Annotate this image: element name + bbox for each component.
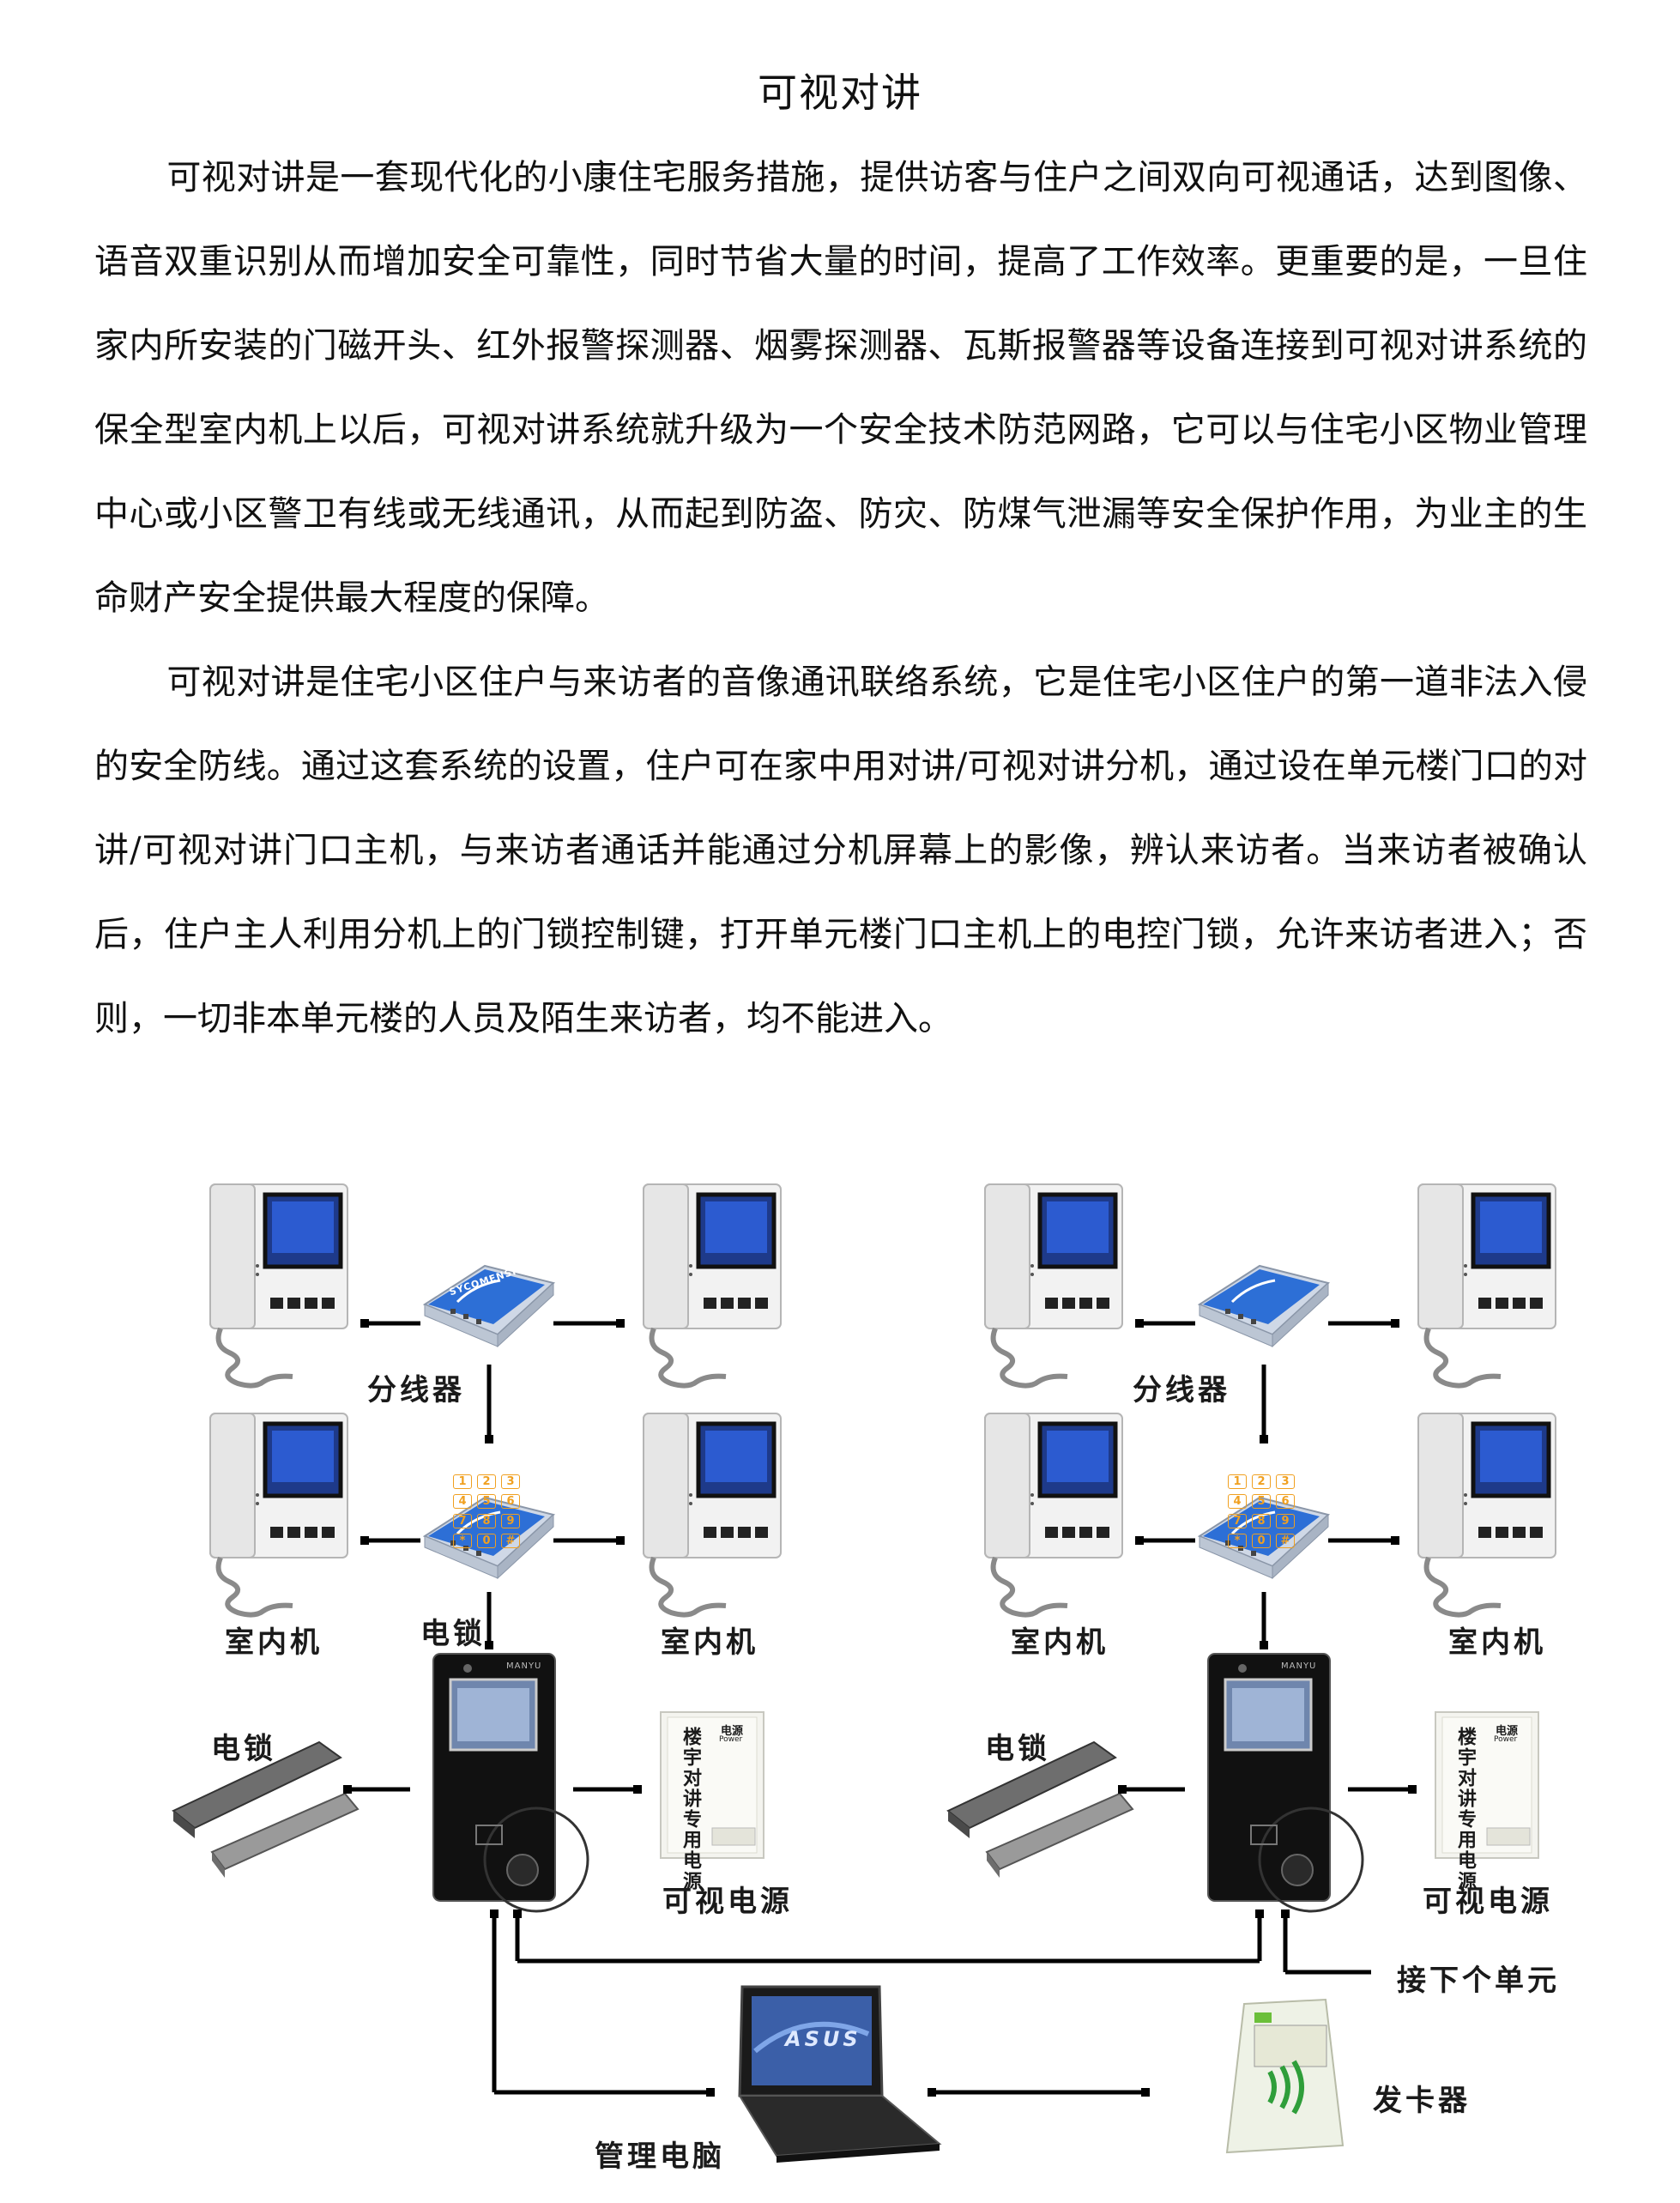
indoor-monitor-device bbox=[210, 1184, 347, 1386]
keypad-key: 7 bbox=[453, 1514, 472, 1528]
keypad-key: 3 bbox=[501, 1474, 520, 1489]
card-issuer-device bbox=[1225, 1998, 1345, 2154]
power-label-right: 可视电源 bbox=[1423, 1885, 1553, 1919]
power-box-sub: Power bbox=[719, 1735, 743, 1744]
door-station-device bbox=[432, 1652, 589, 1913]
right-system bbox=[947, 1184, 1556, 1913]
left-system bbox=[172, 1184, 781, 1913]
pc-label: 管理电脑 bbox=[595, 2139, 725, 2174]
paragraph-1-text: 可视对讲是一套现代化的小康住宅服务措施，提供访客与住户之间双向可视通话，达到图像… bbox=[94, 158, 1587, 618]
keypad-key: 0 bbox=[1252, 1534, 1271, 1548]
power-box-label: 楼宇对讲专用电源 bbox=[1454, 1727, 1476, 1891]
keypad-key: 4 bbox=[453, 1494, 472, 1509]
indoor-monitor-device bbox=[644, 1413, 781, 1615]
indoor-monitor-device bbox=[1418, 1413, 1556, 1615]
keypad-key: # bbox=[1276, 1534, 1295, 1548]
paragraph-2-text: 可视对讲是住宅小区住户与来访者的音像通讯联络系统，它是住宅小区住户的第一道非法入… bbox=[94, 663, 1587, 1038]
power-box-sub: Power bbox=[1494, 1735, 1518, 1744]
bus-wiring bbox=[490, 1909, 1371, 2097]
paragraph-2: 可视对讲是住宅小区住户与来访者的音像通讯联络系统，它是住宅小区住户的第一道非法入… bbox=[94, 640, 1587, 1061]
indoor-label-1: 室内机 bbox=[225, 1625, 323, 1660]
keypad-key: * bbox=[1228, 1534, 1247, 1548]
keypad-key: 0 bbox=[477, 1534, 496, 1548]
keypad-right: 1 2 3 4 5 6 7 8 9 * 0 # bbox=[1228, 1474, 1295, 1548]
keypad-key: 6 bbox=[501, 1494, 520, 1509]
keypad-key: 9 bbox=[1276, 1514, 1295, 1528]
keypad-key: 3 bbox=[1276, 1474, 1295, 1489]
keypad-key: 7 bbox=[1228, 1514, 1247, 1528]
indoor-monitor-device bbox=[985, 1413, 1122, 1615]
diagram-canvas bbox=[172, 1141, 1680, 2163]
splitter-device bbox=[1198, 1264, 1330, 1348]
keypad-key: 2 bbox=[477, 1474, 496, 1489]
lock-label-top: 电锁 bbox=[420, 1617, 486, 1651]
door-station-device bbox=[1206, 1652, 1364, 1913]
splitter-label-right: 分线器 bbox=[1133, 1373, 1230, 1407]
keypad-key: 1 bbox=[1228, 1474, 1247, 1489]
document-body: 可视对讲是一套现代化的小康住宅服务措施，提供访客与住户之间双向可视通话，达到图像… bbox=[94, 136, 1587, 1061]
power-box-label: 楼宇对讲专用电源 bbox=[680, 1727, 701, 1891]
next-unit-label: 接下个单元 bbox=[1397, 1964, 1560, 1998]
keypad-key: 4 bbox=[1228, 1494, 1247, 1509]
paragraph-1: 可视对讲是一套现代化的小康住宅服务措施，提供访客与住户之间双向可视通话，达到图像… bbox=[94, 136, 1587, 640]
keypad-key: 6 bbox=[1276, 1494, 1295, 1509]
lock-label-right: 电锁 bbox=[985, 1732, 1050, 1766]
keypad-key: 2 bbox=[1252, 1474, 1271, 1489]
door-brand-text-right: MANYU bbox=[1281, 1661, 1317, 1671]
laptop-logo-text: ASUS bbox=[785, 2027, 861, 2051]
keypad-key: * bbox=[453, 1534, 472, 1548]
indoor-monitor-device bbox=[210, 1413, 347, 1615]
keypad-left: 1 2 3 4 5 6 7 8 9 * 0 # bbox=[453, 1474, 520, 1548]
door-brand-text: MANYU bbox=[506, 1661, 542, 1671]
card-issuer-label: 发卡器 bbox=[1373, 2084, 1471, 2118]
keypad-key: 1 bbox=[453, 1474, 472, 1489]
indoor-monitor-device bbox=[985, 1184, 1122, 1386]
lock-label-left: 电锁 bbox=[211, 1732, 276, 1766]
power-box-title: 电源 bbox=[1496, 1725, 1519, 1738]
keypad-key: 8 bbox=[1252, 1514, 1271, 1528]
keypad-key: 8 bbox=[477, 1514, 496, 1528]
page-title: 可视对讲 bbox=[758, 70, 922, 116]
indoor-label-3: 室内机 bbox=[1011, 1625, 1109, 1660]
indoor-label-2: 室内机 bbox=[661, 1625, 758, 1660]
power-box-title: 电源 bbox=[721, 1725, 744, 1738]
keypad-key: # bbox=[501, 1534, 520, 1548]
splitter-label-left: 分线器 bbox=[367, 1373, 465, 1407]
indoor-label-4: 室内机 bbox=[1448, 1625, 1546, 1660]
system-diagram: SYCOMENSI ASUS MANYU MANYU 1 2 3 4 5 6 7… bbox=[0, 1141, 1680, 2200]
indoor-monitor-device bbox=[644, 1184, 781, 1386]
indoor-monitor-device bbox=[1418, 1184, 1556, 1386]
keypad-key: 5 bbox=[1252, 1494, 1271, 1509]
power-label-left: 可视电源 bbox=[662, 1885, 793, 1919]
keypad-key: 9 bbox=[501, 1514, 520, 1528]
keypad-key: 5 bbox=[477, 1494, 496, 1509]
laptop-device bbox=[738, 1985, 942, 2163]
